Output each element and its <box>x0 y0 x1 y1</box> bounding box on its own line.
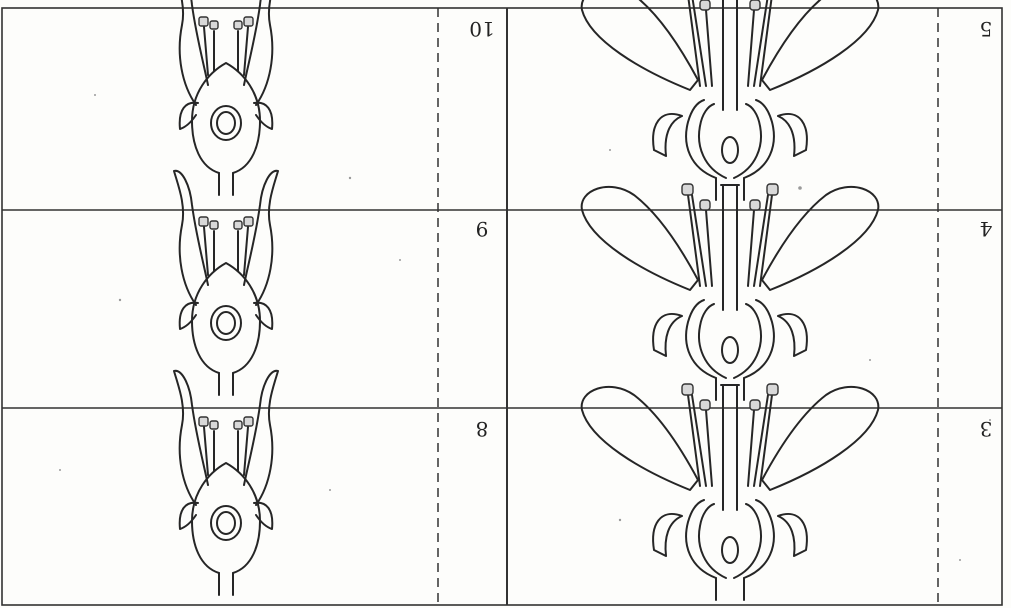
panel-5: 5 <box>582 0 993 200</box>
panel-10: 10 <box>174 0 495 195</box>
panel-label-4: 4 <box>980 217 993 241</box>
figure-frame <box>2 8 1002 605</box>
panel-4: 4 <box>582 184 993 400</box>
panel-label-9: 9 <box>476 217 489 241</box>
panel-label-8: 8 <box>476 417 489 441</box>
panel-label-5: 5 <box>980 17 993 41</box>
panel-label-10: 10 <box>469 17 494 41</box>
panel-3: 3 <box>582 384 993 600</box>
panel-8: 8 <box>174 371 488 595</box>
panel-9: 9 <box>174 171 488 395</box>
